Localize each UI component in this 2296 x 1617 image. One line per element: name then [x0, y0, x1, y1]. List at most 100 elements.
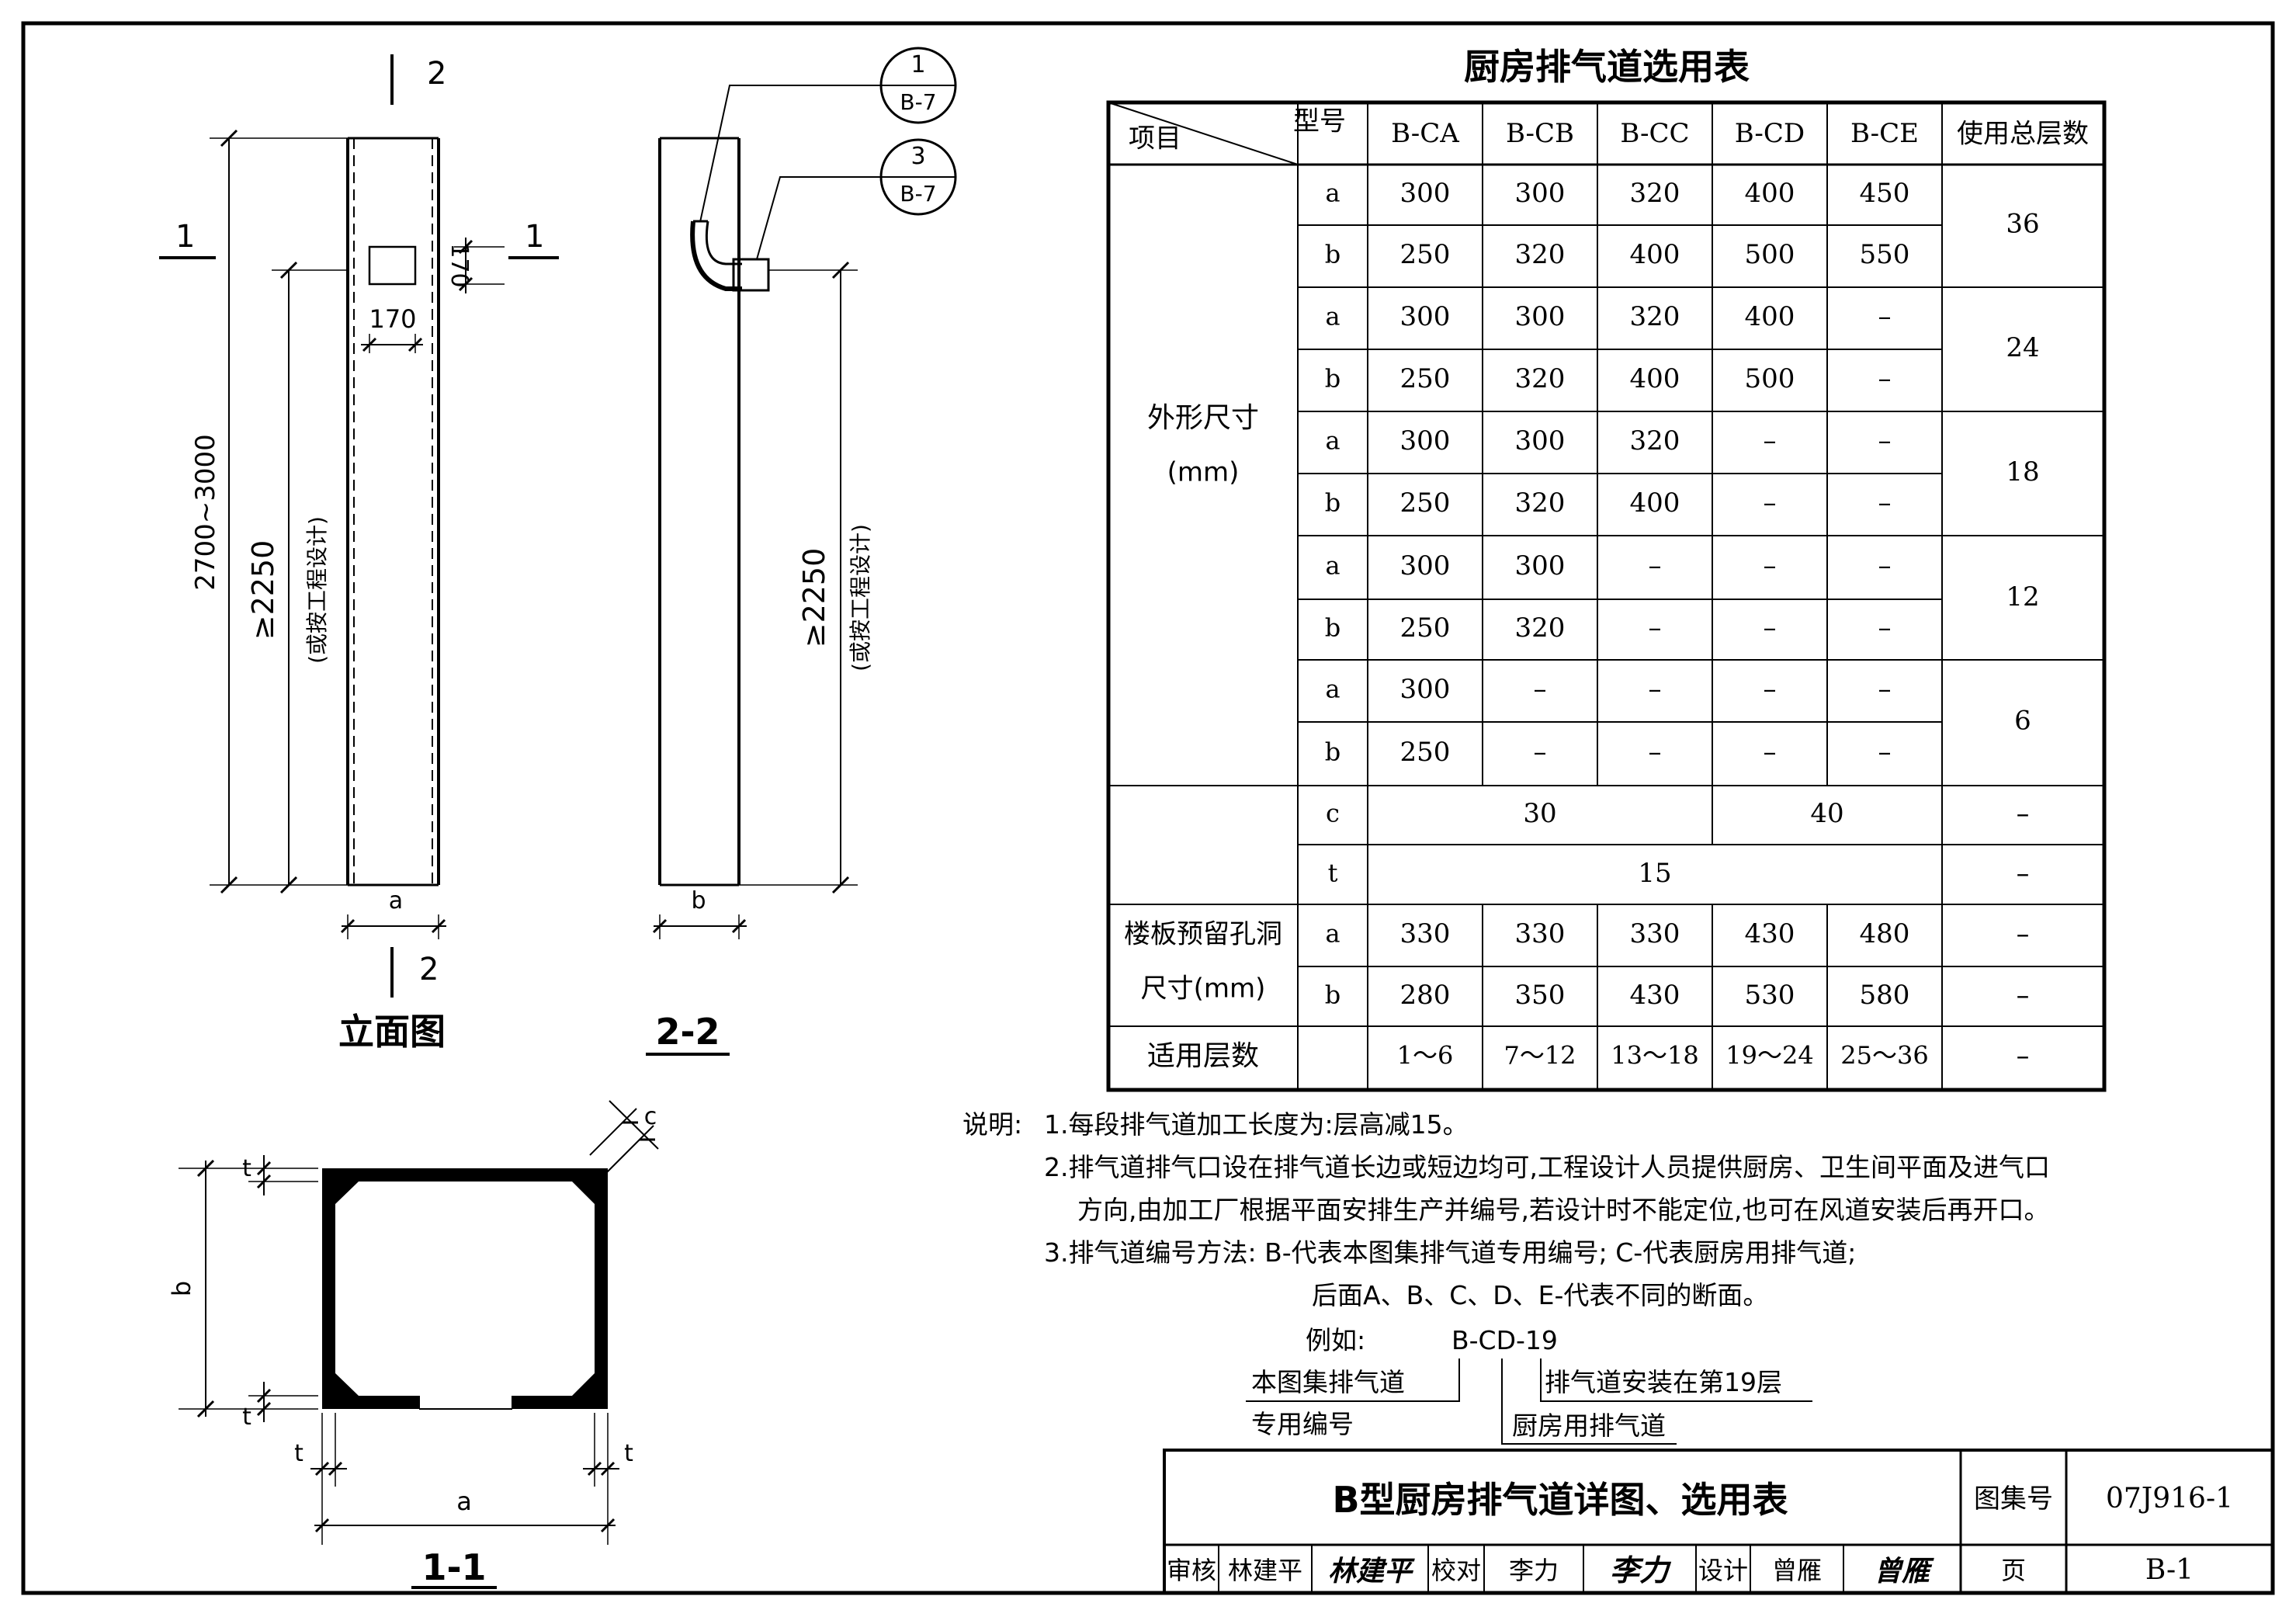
- total-floors-group: 36: [2006, 209, 2039, 240]
- t-dim-label: t: [1328, 859, 1338, 888]
- example-label-2: 排气道安装在第19层: [1545, 1367, 1782, 1397]
- outer-size-cell: 400: [1630, 363, 1680, 394]
- hole-size-cell: 580: [1860, 980, 1910, 1011]
- outer-dim-label: b: [1325, 488, 1340, 518]
- outer-dim-label: a: [1325, 675, 1340, 704]
- hole-size-cell: 350: [1515, 980, 1566, 1011]
- notes: 说明: 1.每段排气道加工长度为:层高减15。 2.排气道排气口设在排气道长边或…: [962, 1109, 2050, 1441]
- example-label-1a: 本图集排气道: [1251, 1367, 1405, 1397]
- sheet-frame: [21, 21, 2275, 1595]
- outer-size-cell: 300: [1400, 550, 1451, 581]
- outer-dim-label: a: [1325, 426, 1340, 456]
- hole-size-cell: 530: [1745, 980, 1795, 1011]
- outer-dim-label: a: [1325, 179, 1340, 208]
- outer-size-cell: –: [1878, 550, 1892, 581]
- header-item: 项目: [1129, 123, 1181, 154]
- outer-size-cell: –: [1878, 612, 1892, 644]
- designer-name: 曾雁: [1772, 1556, 1822, 1585]
- note-2a: 2.排气道排气口设在排气道长边或短边均可,工程设计人员提供厨房、卫生间平面及进气…: [1044, 1152, 2050, 1182]
- elevation-title: 立面图: [338, 1011, 446, 1053]
- dim-label-c: c: [644, 1103, 657, 1130]
- hole-floors: –: [2017, 980, 2030, 1011]
- outer-size-cell: 300: [1400, 425, 1451, 456]
- outer-size-cell: –: [1534, 674, 1547, 705]
- hole-floors: –: [2017, 919, 2030, 950]
- dim-label-t-bottom: t: [242, 1404, 251, 1431]
- applicable-floors-cell: 7～12: [1503, 1041, 1576, 1070]
- applicable-floors-label: 适用层数: [1147, 1040, 1259, 1072]
- example-lead: 例如:: [1306, 1325, 1365, 1355]
- hole-size-cell: 430: [1630, 980, 1680, 1011]
- applicable-floors-total: –: [2017, 1041, 2030, 1072]
- section-1-1-title: 1-1: [421, 1546, 486, 1588]
- outer-size-cell: 320: [1515, 612, 1566, 644]
- outer-size-cell: 300: [1515, 178, 1566, 209]
- outer-size-cell: –: [1649, 737, 1662, 768]
- detail-ref-1-number: 1: [910, 51, 925, 78]
- atlas-number: 07J916-1: [2106, 1483, 2233, 1515]
- outer-size-cell: 320: [1515, 239, 1566, 270]
- outer-dim-label: b: [1325, 240, 1340, 269]
- dim-opening-height: 170: [446, 243, 473, 287]
- outer-size-cell: 450: [1860, 178, 1910, 209]
- outer-size-cell: –: [1764, 425, 1777, 456]
- outer-size-unit: (mm): [1167, 457, 1240, 488]
- section-1-1-labels: b t t t t a c 1-1: [167, 1103, 657, 1588]
- total-floors-group: 24: [2006, 332, 2039, 363]
- outer-size-cell: 400: [1745, 178, 1795, 209]
- title-block: [1163, 1449, 2274, 1594]
- hole-size-cell: 330: [1515, 918, 1566, 949]
- table-title: 厨房排气道选用表: [1464, 46, 1750, 88]
- outer-size-cell: 320: [1630, 178, 1680, 209]
- outer-size-cell: –: [1764, 674, 1777, 705]
- note-1: 1.每段排气道加工长度为:层高减15。: [1044, 1109, 1469, 1140]
- header-model-b-cb: B-CB: [1506, 118, 1574, 149]
- dim-label-t-left: t: [294, 1440, 303, 1467]
- hole-size-cell: 330: [1630, 918, 1680, 949]
- dim-outlet-note: (或按工程设计): [304, 516, 330, 664]
- outer-size-cell: 250: [1400, 612, 1451, 644]
- check-label: 校对: [1431, 1556, 1481, 1585]
- page-number: B-1: [2145, 1554, 2194, 1586]
- outer-size-cell: –: [1649, 612, 1662, 644]
- outer-size-cell: –: [1764, 737, 1777, 768]
- review-label: 审核: [1167, 1556, 1216, 1585]
- applicable-floors-cell: 1～6: [1397, 1041, 1454, 1070]
- outer-size-cell: 550: [1860, 239, 1910, 270]
- outer-dim-label: b: [1325, 737, 1340, 767]
- outer-size-cell: –: [1878, 737, 1892, 768]
- outer-size-cell: –: [1534, 737, 1547, 768]
- outer-size-cell: 320: [1515, 363, 1566, 394]
- cut-mark-1-left: 1: [175, 219, 195, 255]
- header-model-b-ca: B-CA: [1391, 118, 1459, 149]
- header-model-b-cc: B-CC: [1620, 118, 1689, 149]
- outer-size-cell: –: [1764, 488, 1777, 519]
- dim-label-t-right: t: [624, 1440, 633, 1467]
- outer-size-cell: 400: [1745, 301, 1795, 332]
- hole-label-line1: 楼板预留孔洞: [1124, 919, 1282, 950]
- note-3b: 后面A、B、C、D、E-代表不同的断面。: [1312, 1280, 1768, 1310]
- note-2b: 方向,由加工厂根据平面安排生产并编号,若设计时不能定位,也可在风道安装后再开口。: [1077, 1195, 2049, 1225]
- cut-mark-1-right: 1: [525, 219, 544, 255]
- outer-dim-label: a: [1325, 551, 1340, 581]
- t-floors: –: [2017, 859, 2030, 890]
- dim-outlet-height: ≥2250: [246, 540, 280, 640]
- outer-size-cell: –: [1649, 674, 1662, 705]
- outer-size-cell: 300: [1400, 674, 1451, 705]
- dim-outlet-height-2: ≥2250: [797, 548, 831, 648]
- applicable-floors-cell: 25～36: [1840, 1041, 1928, 1070]
- outer-size-cell: –: [1878, 363, 1892, 394]
- hole-size-cell: 280: [1400, 980, 1451, 1011]
- elevation-labels: 2 2 1 1 2700~3000 ≥2250 (或按工程设计) 170 170…: [175, 56, 544, 1053]
- total-floors-group: 18: [2006, 456, 2039, 488]
- example-label-3: 厨房用排气道: [1512, 1411, 1666, 1441]
- dim-label-t-top: t: [242, 1155, 251, 1182]
- t-value: 15: [1638, 858, 1671, 889]
- outer-size-cell: 300: [1515, 301, 1566, 332]
- outer-size-cell: –: [1764, 612, 1777, 644]
- drawing-title: B型厨房排气道详图、选用表: [1332, 1479, 1788, 1521]
- hole-label-line2: 尺寸(mm): [1141, 973, 1266, 1005]
- outer-size-cell: –: [1649, 550, 1662, 581]
